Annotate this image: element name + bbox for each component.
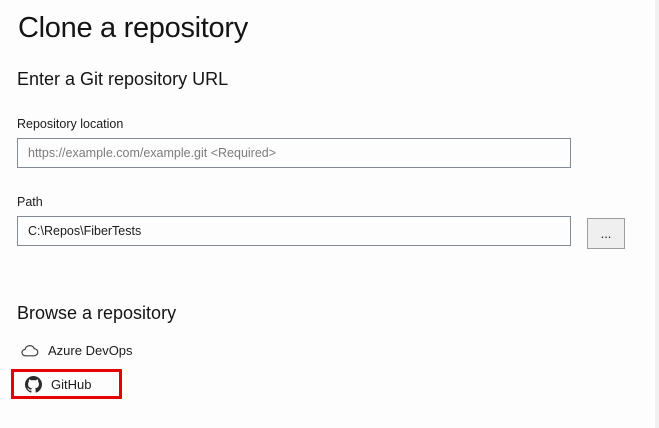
repository-location-label: Repository location	[17, 117, 124, 131]
browse-section-heading: Browse a repository	[17, 303, 177, 323]
provider-item-azure-devops[interactable]: Azure DevOps	[21, 341, 133, 359]
path-label: Path	[17, 195, 43, 209]
repository-location-input[interactable]	[17, 138, 571, 168]
page-title: Clone a repository	[18, 12, 248, 44]
right-edge-strip	[655, 0, 659, 428]
path-input[interactable]	[17, 216, 571, 246]
browse-path-button[interactable]: ...	[587, 218, 625, 249]
path-row: ...	[0, 216, 659, 249]
provider-label: GitHub	[51, 376, 92, 392]
provider-item-github[interactable]: GitHub	[24, 375, 91, 393]
github-icon	[24, 375, 42, 393]
github-highlight-box: GitHub	[11, 369, 123, 399]
provider-label: Azure DevOps	[48, 342, 133, 358]
cloud-icon	[21, 341, 39, 359]
url-section-heading: Enter a Git repository URL	[17, 69, 229, 89]
